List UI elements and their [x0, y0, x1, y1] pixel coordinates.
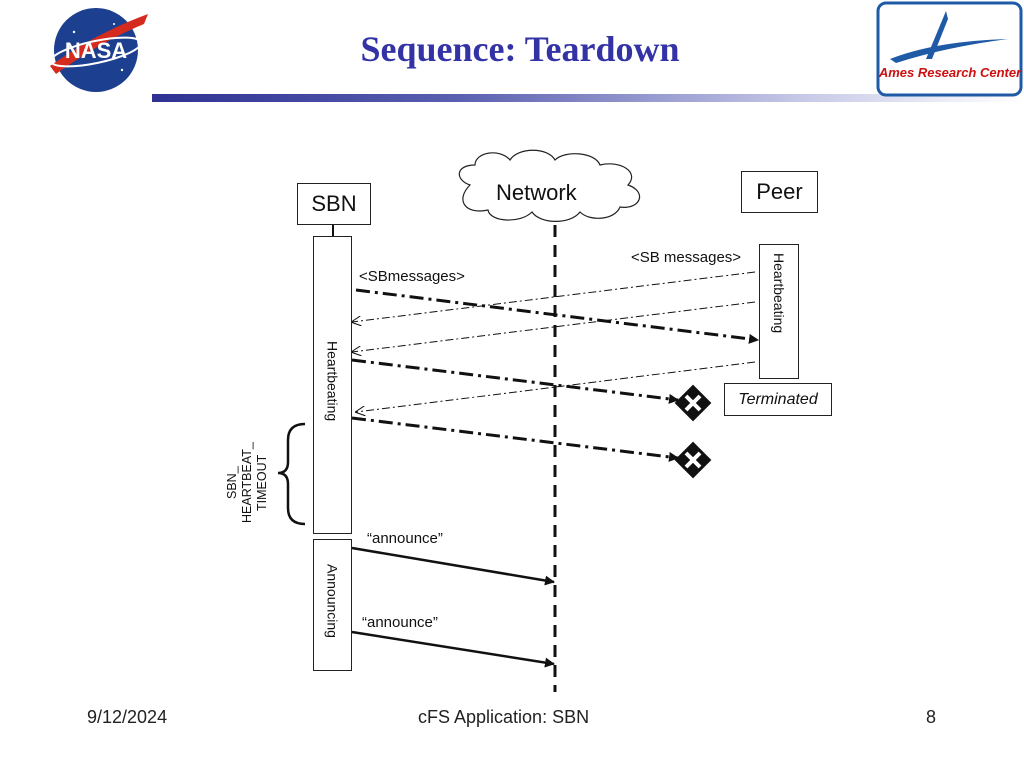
- sb-message-arrow: [352, 301, 756, 352]
- footer-date: 9/12/2024: [87, 707, 168, 727]
- page-number: 8: [926, 707, 937, 727]
- network-label: Network: [496, 180, 577, 205]
- svg-text:Ames Research Center: Ames Research Center: [878, 65, 1022, 80]
- footer-center: cFS Application: SBN: [418, 707, 590, 727]
- ames-research-center-logo: Ames Research Center: [876, 1, 1023, 97]
- announce-arrow: [351, 630, 555, 668]
- heartbeat-arrow: [351, 358, 679, 404]
- announce-label: “announce”: [362, 614, 438, 631]
- page-title: Sequence: Teardown: [360, 29, 680, 69]
- announce-label: “announce”: [367, 530, 443, 547]
- heartbeat-arrow: [351, 416, 679, 462]
- network-cloud: [458, 149, 641, 222]
- peer-participant: Peer: [741, 171, 818, 213]
- sbn-announcing-bar: Announcing: [313, 539, 352, 671]
- terminated-box: Terminated: [724, 383, 832, 416]
- nasa-logo: NASA: [49, 8, 148, 92]
- sb-messages-left-label: <SBmessages>: [359, 268, 465, 285]
- sb-message-arrow: [352, 271, 756, 322]
- heartbeat-arrow: [355, 288, 759, 344]
- lost-message-x-icon: [674, 384, 712, 422]
- sbn-heartbeating-bar: Heartbeating: [313, 236, 352, 534]
- peer-heartbeating-bar: Heartbeating: [759, 244, 799, 379]
- announce-arrow: [351, 546, 555, 586]
- heartbeat-timeout-label: TIMEOUT HEARTBEAT_ SBN_: [225, 442, 269, 524]
- svg-text:NASA: NASA: [65, 38, 127, 63]
- timeout-brace: [277, 422, 306, 526]
- sb-message-arrow: [356, 361, 756, 412]
- sb-messages-right-label: <SB messages>: [631, 249, 742, 266]
- title-divider: [152, 94, 1024, 102]
- lost-message-x-icon: [674, 441, 712, 479]
- sbn-participant: SBN: [297, 183, 371, 225]
